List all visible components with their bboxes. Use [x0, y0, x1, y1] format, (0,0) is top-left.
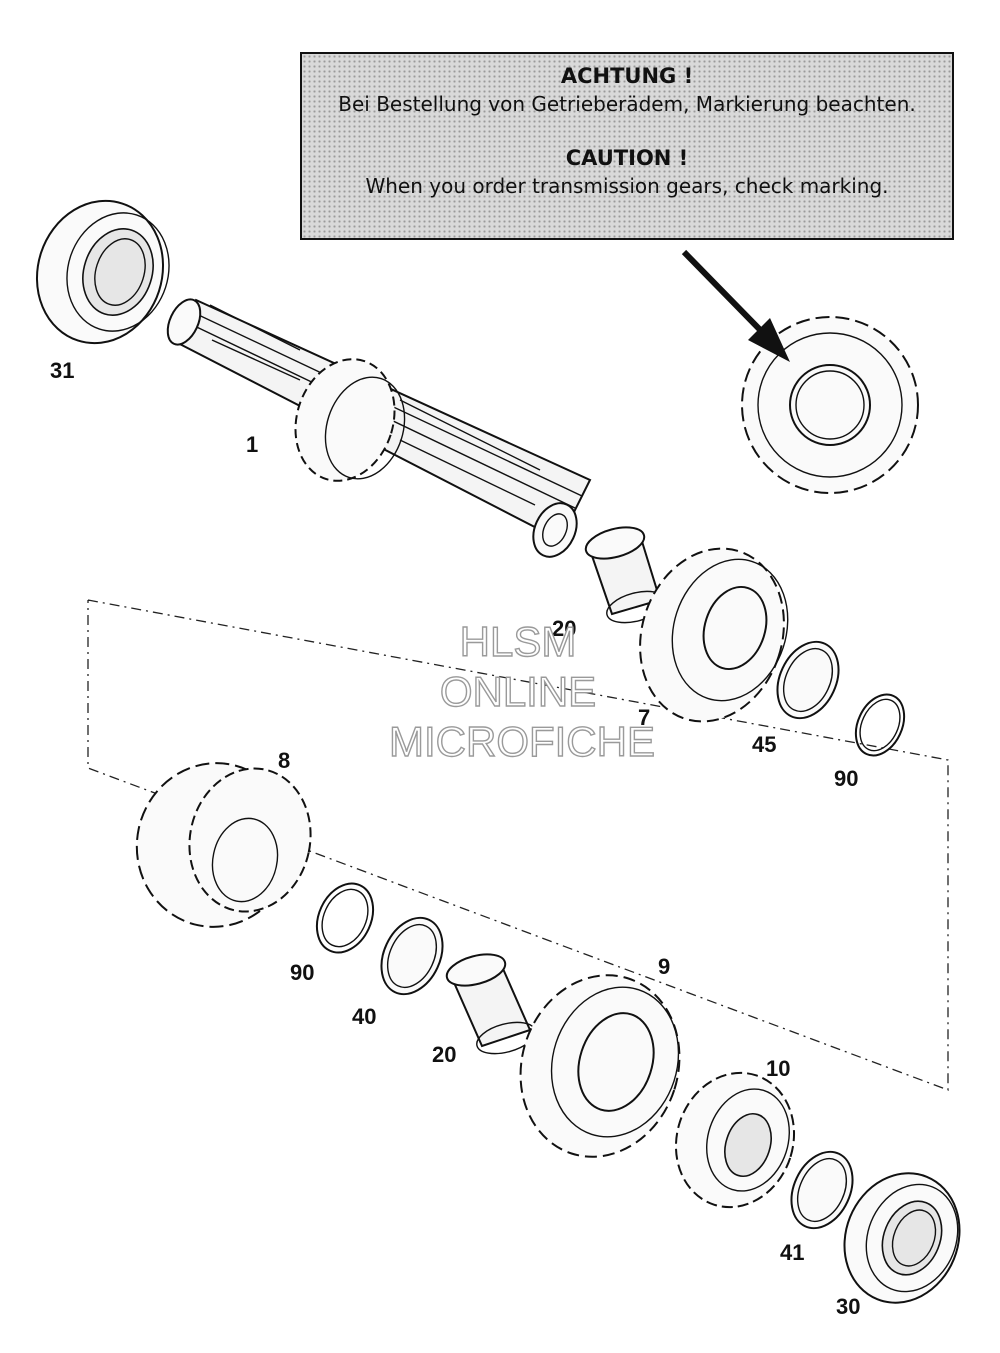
gear-8 — [135, 762, 312, 928]
washer-41 — [790, 1150, 854, 1230]
watermark-line-2: ONLINE — [440, 668, 596, 715]
label-31: 31 — [50, 358, 74, 383]
label-90-upper: 90 — [834, 766, 858, 791]
gear-9 — [519, 974, 681, 1158]
watermark-line-1: HLSM — [460, 618, 577, 665]
label-30: 30 — [836, 1294, 860, 1319]
bearing-30 — [843, 1172, 961, 1304]
label-7: 7 — [638, 705, 650, 730]
notice-text-en: When you order transmission gears, check… — [365, 174, 889, 198]
gear-10 — [674, 1071, 796, 1209]
washer-45 — [776, 640, 840, 720]
label-9: 9 — [658, 954, 670, 979]
circlip-90-lower — [315, 882, 375, 954]
circlip-90-upper — [854, 693, 906, 757]
label-1: 1 — [246, 432, 258, 457]
label-10: 10 — [766, 1056, 790, 1081]
caution-notice-box: ACHTUNG ! Bei Bestellung von Getrieberäd… — [300, 52, 954, 240]
group-outline — [87, 599, 949, 1091]
arrow-to-marking — [681, 249, 790, 362]
label-90-lower: 90 — [290, 960, 314, 985]
gear-7 — [639, 547, 789, 723]
bearing-31 — [35, 199, 170, 345]
label-40: 40 — [352, 1004, 376, 1029]
notice-heading-de: ACHTUNG ! — [560, 64, 694, 88]
bushing-20-upper — [584, 526, 666, 624]
notice-text-de: Bei Bestellung von Getrieberädem, Markie… — [338, 92, 916, 116]
washer-40 — [380, 916, 444, 996]
label-8: 8 — [278, 748, 290, 773]
label-41: 41 — [780, 1240, 804, 1265]
label-20-upper: 20 — [552, 616, 576, 641]
marked-gear — [741, 316, 919, 494]
main-shaft-1 — [166, 298, 592, 558]
label-45: 45 — [752, 732, 776, 757]
bushing-20-lower — [445, 953, 536, 1055]
label-20-lower: 20 — [432, 1042, 456, 1067]
notice-heading-en: CAUTION ! — [565, 146, 689, 170]
watermark-line-3: MICROFICHE — [389, 718, 655, 765]
